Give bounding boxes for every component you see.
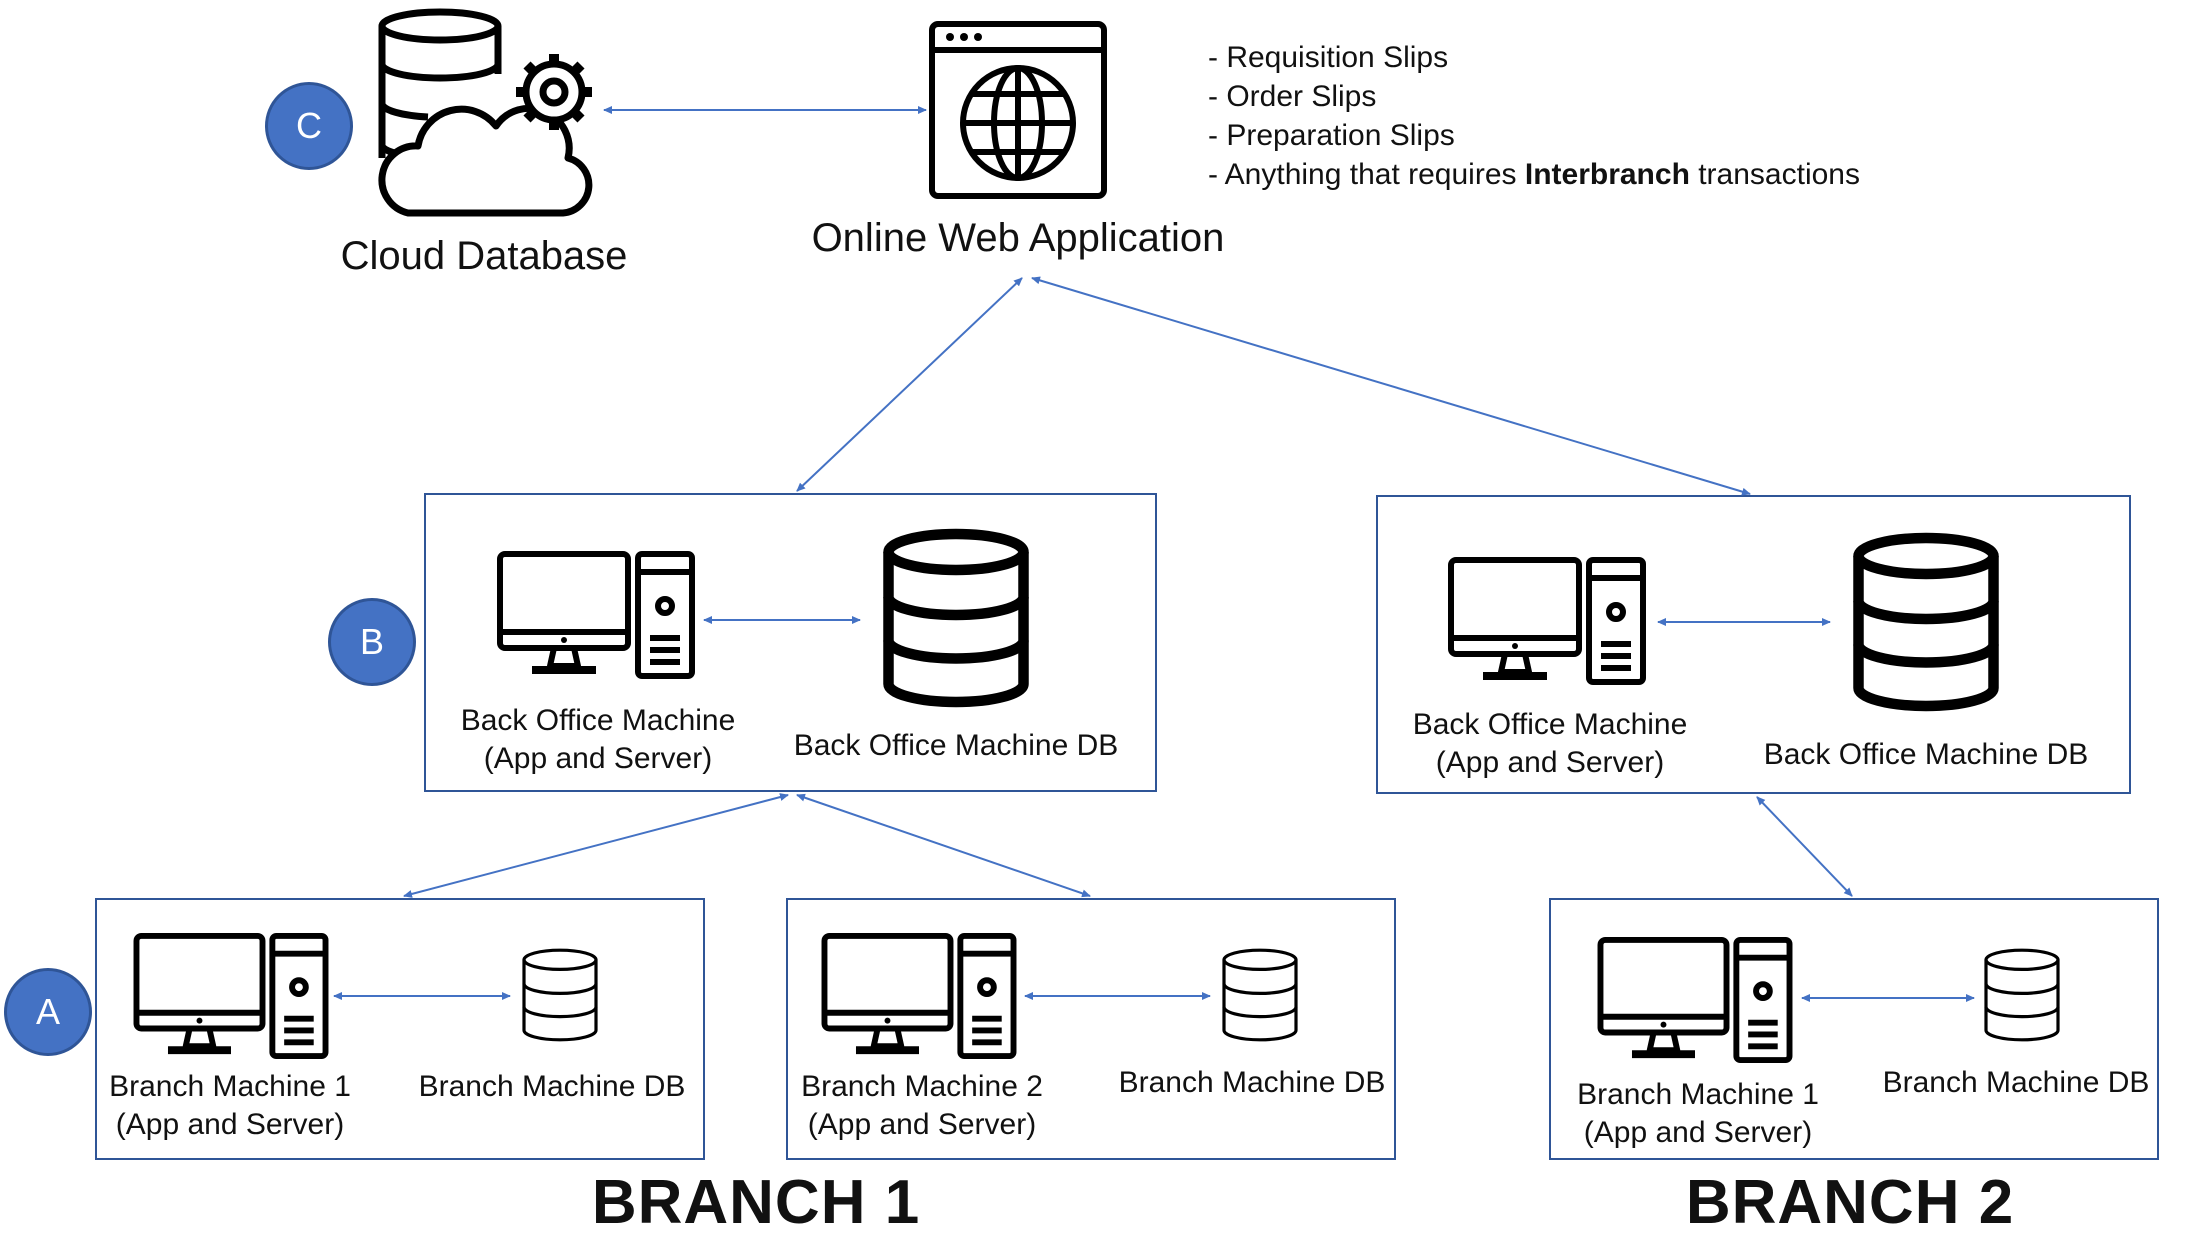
branch-db-label: Branch Machine DB: [1118, 1066, 1386, 1099]
list-item-prefix: - Anything that requires: [1208, 158, 1525, 191]
branch2-machine1-box: [1549, 898, 2159, 1160]
branch-machine-role: (App and Server): [1583, 1116, 1813, 1149]
branch-machine-label: Branch Machine 1 (App and Server): [109, 1068, 351, 1144]
branch-database-icon: [522, 948, 598, 1042]
branch-db-label: Branch Machine DB: [418, 1070, 686, 1103]
back-office-database-icon: [889, 534, 1024, 702]
branch1-title: BRANCH 1: [591, 1168, 921, 1237]
list-item-suffix: transactions: [1689, 158, 1860, 191]
backoffice2-branch-machine1-connector: [1756, 796, 1853, 897]
branch2-title: BRANCH 2: [1685, 1168, 2015, 1237]
branch1-machine2-box: [786, 898, 1396, 1160]
branch-machine-role: (App and Server): [807, 1108, 1037, 1141]
back-office-machine-role: (App and Server): [483, 742, 713, 775]
webapp-branch2-connector: [1031, 276, 1751, 496]
list-item-bold: Interbranch: [1524, 158, 1690, 191]
webapp-branch1-connector: [796, 277, 1023, 492]
list-item: - Requisition Slips: [1208, 41, 1449, 74]
branch2-back-office-box: [1376, 495, 2131, 794]
back-office-machine-name: Back Office Machine: [460, 704, 736, 737]
back-office-machine-label: Back Office Machine (App and Server): [461, 702, 736, 778]
branch-machine-name: Branch Machine 1: [109, 1070, 351, 1103]
list-item: - Preparation Slips: [1208, 119, 1455, 152]
branch-machine-role: (App and Server): [115, 1108, 345, 1141]
back-office-computer-icon: [1451, 560, 1643, 682]
branch-machine-name: Branch Machine 1: [1577, 1078, 1819, 1111]
back-office-machine-name: Back Office Machine: [1412, 708, 1688, 741]
back-office-computer-icon: [500, 554, 692, 676]
back-office-db-label: Back Office Machine DB: [1763, 738, 2089, 771]
cloud-database-gear-icon: [382, 12, 592, 213]
back-office-database-icon: [1859, 538, 1994, 706]
branch-machine-label: Branch Machine 2 (App and Server): [801, 1068, 1043, 1144]
branch-machine-name: Branch Machine 2: [801, 1070, 1043, 1103]
marker-a: A: [4, 968, 92, 1056]
backoffice1-branch-machine2-connector: [796, 793, 1091, 898]
branch-database-icon: [1222, 948, 1298, 1042]
back-office-machine-role: (App and Server): [1435, 746, 1665, 779]
interbranch-items-list: - Requisition Slips - Order Slips - Prep…: [1208, 38, 1860, 194]
branch1-machine1-box: [95, 898, 705, 1160]
branch-machine-label: Branch Machine 1 (App and Server): [1577, 1076, 1819, 1152]
web-browser-globe-icon: [932, 24, 1104, 196]
branch-computer-icon: [1600, 940, 1789, 1060]
branch-computer-icon: [824, 936, 1013, 1056]
branch-database-icon: [1984, 948, 2060, 1042]
branch-db-label: Branch Machine DB: [1882, 1066, 2150, 1099]
cloud-database-label: Cloud Database: [340, 234, 628, 278]
marker-c: C: [265, 82, 353, 170]
web-app-label: Online Web Application: [811, 216, 1225, 260]
backoffice1-branch-machine1-connector: [403, 793, 789, 898]
marker-b: B: [328, 598, 416, 686]
list-item: - Order Slips: [1208, 80, 1377, 113]
back-office-machine-label: Back Office Machine (App and Server): [1413, 706, 1688, 782]
back-office-db-label: Back Office Machine DB: [793, 729, 1119, 762]
list-item: - Anything that requires Interbranch tra…: [1208, 155, 1860, 194]
branch1-back-office-box: [424, 493, 1157, 792]
branch-computer-icon: [136, 936, 325, 1056]
